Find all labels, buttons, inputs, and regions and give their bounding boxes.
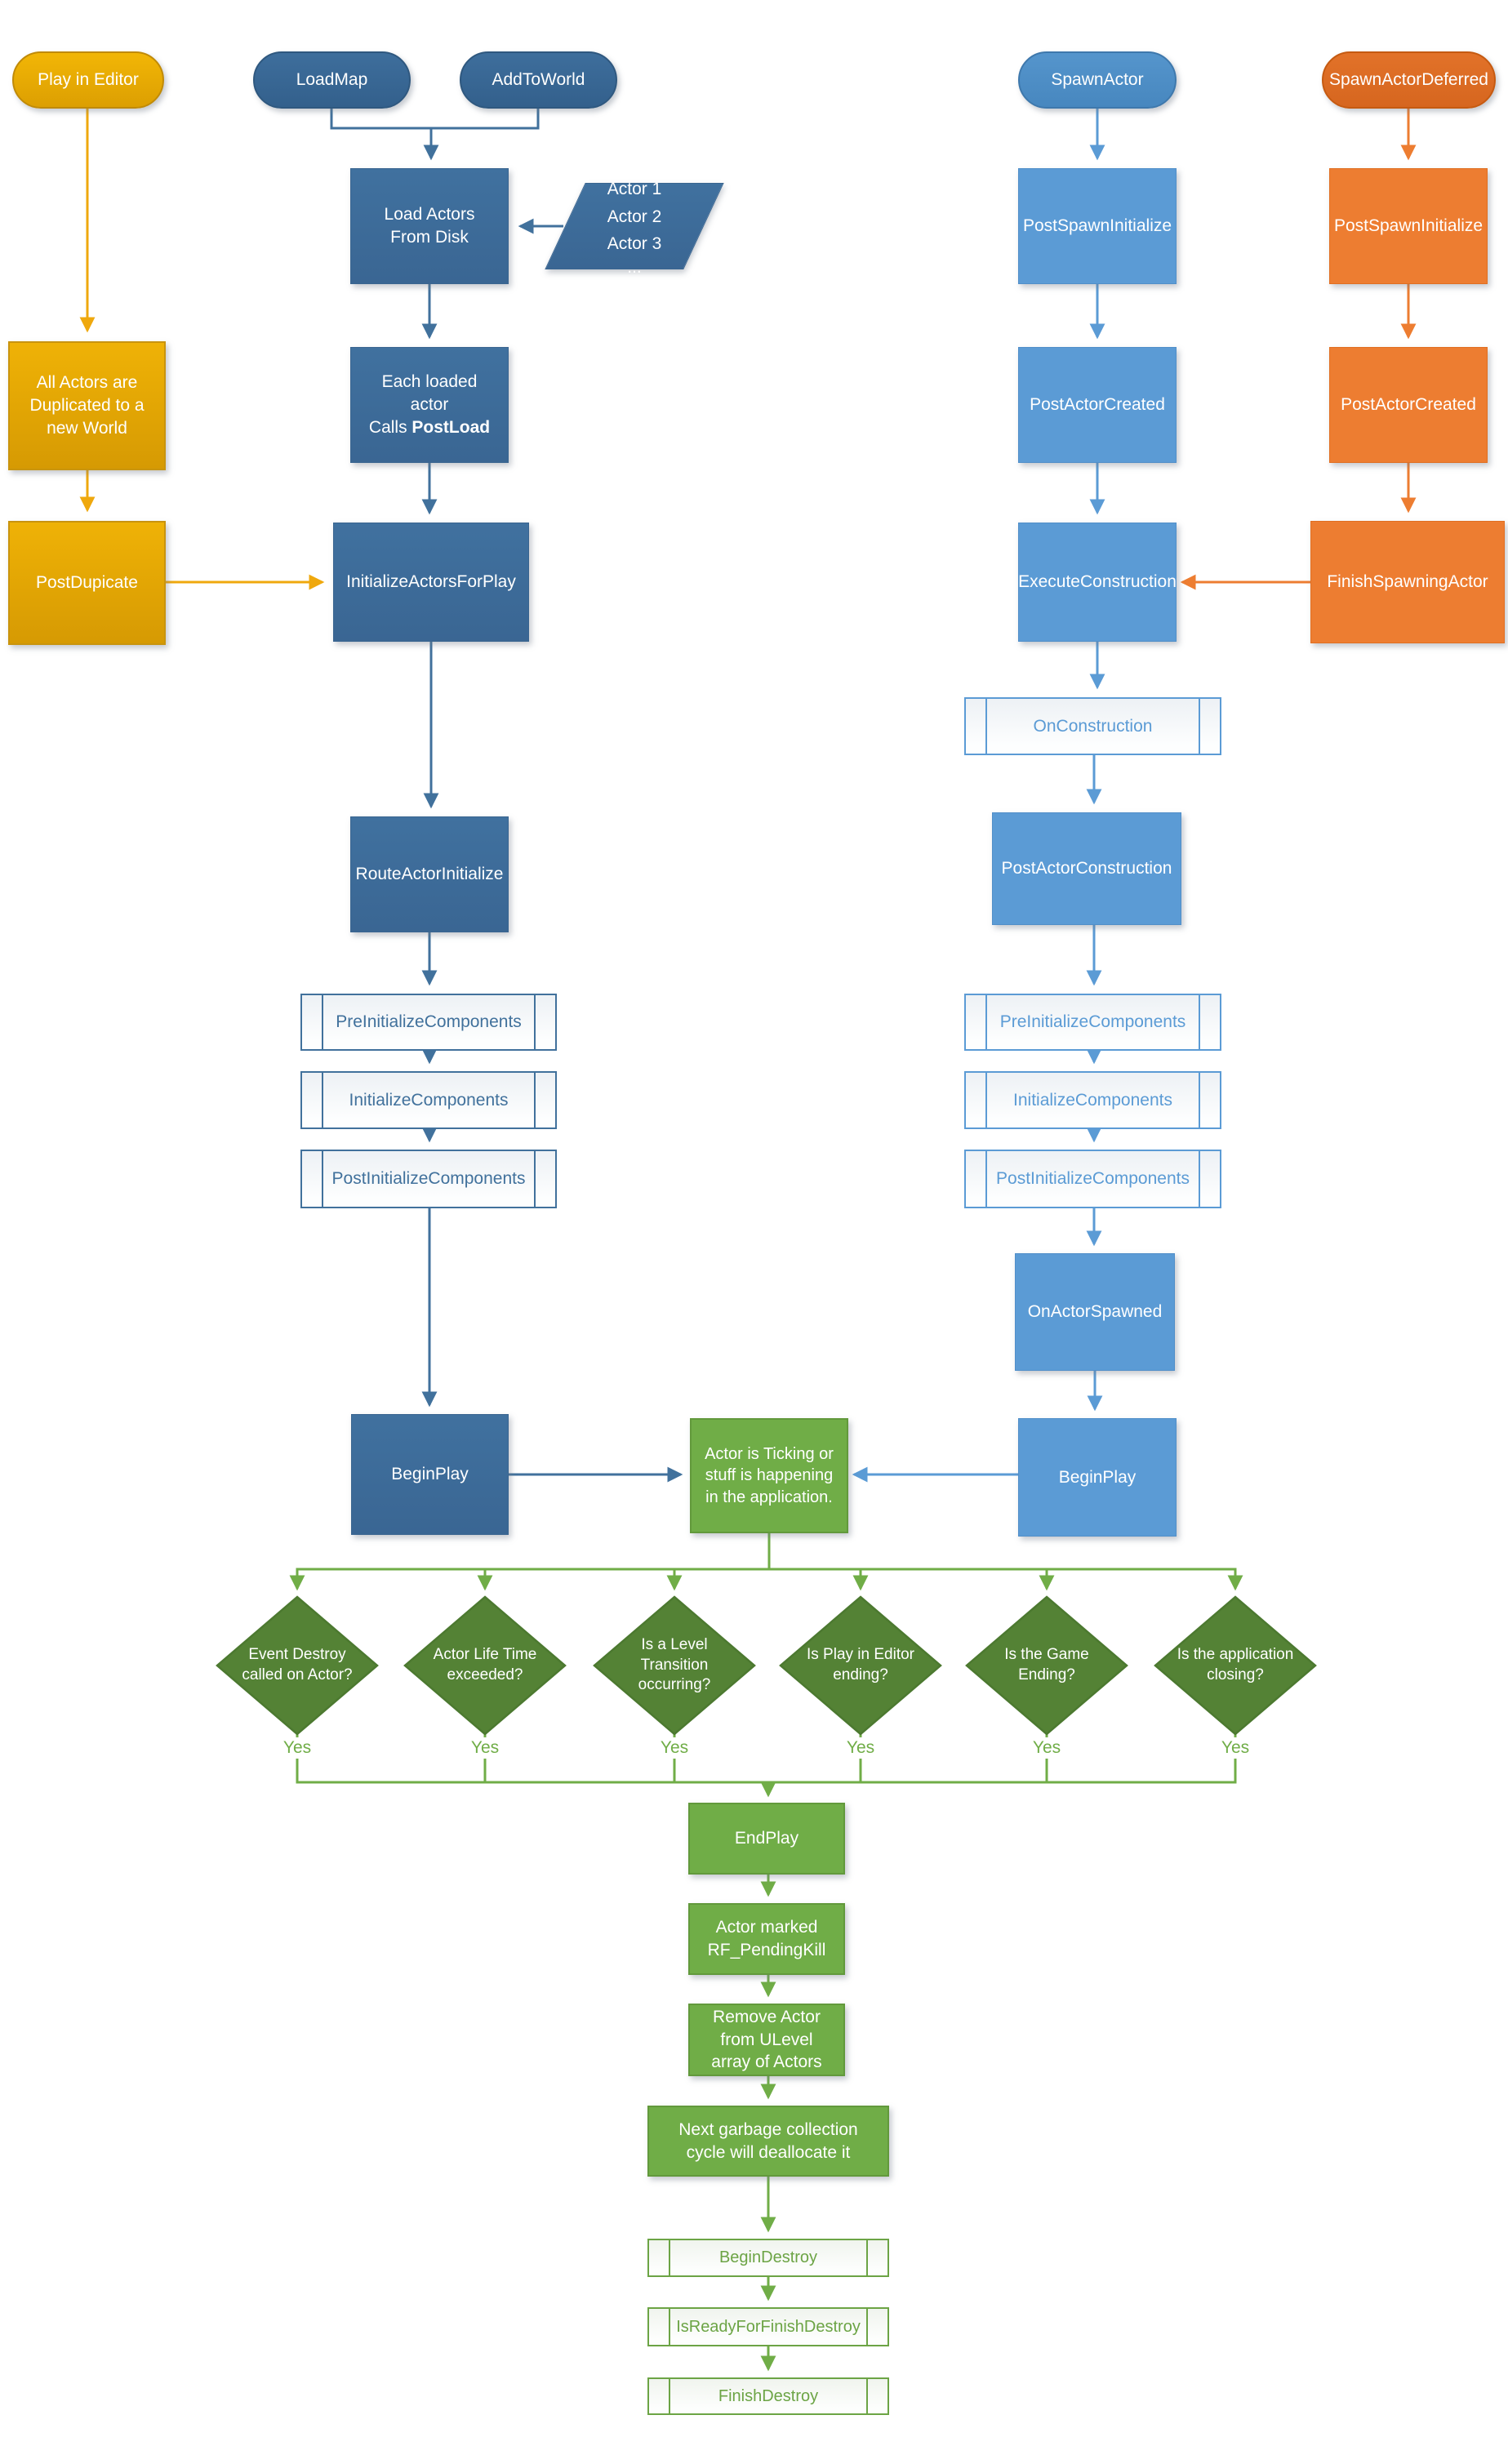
- yes-label-app-closing: Yes: [1217, 1737, 1254, 1759]
- node-all-actors-duplicated: All Actors are Duplicated to a new World: [8, 341, 166, 470]
- node-actor-marked-pendingkill: Actor marked RF_PendingKill: [688, 1903, 845, 1975]
- node-isreadyforfinishdestroy: IsReadyForFinishDestroy: [647, 2307, 889, 2346]
- node-executeconstruction: ExecuteConstruction: [1018, 523, 1177, 642]
- node-garbage-collection: Next garbage collection cycle will deall…: [647, 2106, 889, 2177]
- node-initializeactorsforplay: InitializeActorsForPlay: [333, 523, 529, 642]
- decision-diamonds: [216, 1595, 1317, 1736]
- node-postactorconstruction: PostActorConstruction: [992, 812, 1181, 925]
- node-remove-actor-ulevel: Remove Actor from ULevel array of Actors: [688, 2004, 845, 2076]
- node-beginplay-right: BeginPlay: [1018, 1418, 1177, 1537]
- node-onconstruction: OnConstruction: [964, 697, 1221, 755]
- node-postactorcreated-orange: PostActorCreated: [1329, 347, 1488, 463]
- node-initializecomponents-left: InitializeComponents: [300, 1071, 557, 1129]
- decision-life-time-label: Actor Life Time exceeded?: [433, 1646, 537, 1683]
- connectors-light-blue: [852, 109, 1105, 1483]
- node-loadmap: LoadMap: [253, 51, 411, 109]
- yes-label-event-destroy: Yes: [278, 1737, 316, 1759]
- yes-label-pie-ending: Yes: [842, 1737, 879, 1759]
- diamond-game-ending: [965, 1595, 1128, 1736]
- node-spawnactordeferred: SpawnActorDeferred: [1322, 51, 1496, 109]
- actor-list-line: Actor 2: [607, 207, 662, 226]
- node-postspawninitialize-blue: PostSpawnInitialize: [1018, 168, 1177, 284]
- decision-pie-ending-label: Is Play in Editor ending?: [807, 1646, 914, 1683]
- node-postdupicate: PostDupicate: [8, 521, 166, 645]
- node-each-loaded-actor: Each loaded actor Calls PostLoad: [350, 347, 509, 463]
- node-play-in-editor: Play in Editor: [12, 51, 164, 109]
- node-initializecomponents-right: InitializeComponents: [964, 1071, 1221, 1129]
- node-onactorspawned: OnActorSpawned: [1015, 1253, 1175, 1371]
- node-postspawninitialize-orange: PostSpawnInitialize: [1329, 168, 1488, 284]
- actor-list-line: Actor 1: [607, 180, 662, 199]
- node-actor-list: Actor 1 Actor 2 Actor 3 ...: [545, 180, 724, 277]
- node-endplay: EndPlay: [688, 1803, 845, 1875]
- node-routeactorinitialize: RouteActorInitialize: [350, 816, 509, 932]
- actor-list-line: ...: [627, 257, 642, 277]
- node-postactorcreated-blue: PostActorCreated: [1018, 347, 1177, 463]
- node-finishdestroy: FinishDestroy: [647, 2377, 889, 2415]
- decision-app-closing-label: Is the application closing?: [1177, 1646, 1294, 1683]
- connectors-dark-blue: [330, 109, 683, 1483]
- diamond-app-closing: [1154, 1595, 1317, 1736]
- node-load-actors-from-disk: Load Actors From Disk: [350, 168, 509, 284]
- decision-game-ending-label: Is the Game Ending?: [1004, 1646, 1089, 1683]
- diamond-level-transition: [593, 1595, 756, 1736]
- diamond-event-destroy: [216, 1595, 379, 1736]
- decision-level-transition-label: Is a Level Transition occurring?: [638, 1635, 711, 1694]
- connectors-orange: [1180, 109, 1417, 590]
- each-loaded-actor-line2: Calls PostLoad: [368, 417, 491, 437]
- node-beginplay-left: BeginPlay: [351, 1414, 509, 1535]
- each-loaded-actor-line1: Each loaded actor: [381, 372, 478, 415]
- yes-label-game-ending: Yes: [1028, 1737, 1065, 1759]
- node-postinitializecomponents-right: PostInitializeComponents: [964, 1150, 1221, 1208]
- actor-list-lines: Actor 1 Actor 2 Actor 3 ...: [566, 176, 703, 277]
- yes-label-life-time: Yes: [466, 1737, 504, 1759]
- node-addtoworld: AddToWorld: [460, 51, 617, 109]
- node-begindestroy: BeginDestroy: [647, 2239, 889, 2277]
- diamond-life-time: [403, 1595, 567, 1736]
- connectors-gold: [79, 109, 325, 590]
- decision-event-destroy-label: Event Destroy called on Actor?: [242, 1646, 353, 1683]
- diamond-pie-ending: [779, 1595, 942, 1736]
- node-spawnactor: SpawnActor: [1018, 51, 1177, 109]
- node-preinitializecomponents-right: PreInitializeComponents: [964, 994, 1221, 1051]
- node-actor-ticking: Actor is Ticking or stuff is happening i…: [690, 1418, 848, 1533]
- node-finishspawningactor: FinishSpawningActor: [1310, 521, 1505, 643]
- actor-list-line: Actor 3: [607, 234, 662, 254]
- node-preinitializecomponents-left: PreInitializeComponents: [300, 994, 557, 1051]
- node-postinitializecomponents-left: PostInitializeComponents: [300, 1150, 557, 1208]
- yes-label-level-transition: Yes: [656, 1737, 693, 1759]
